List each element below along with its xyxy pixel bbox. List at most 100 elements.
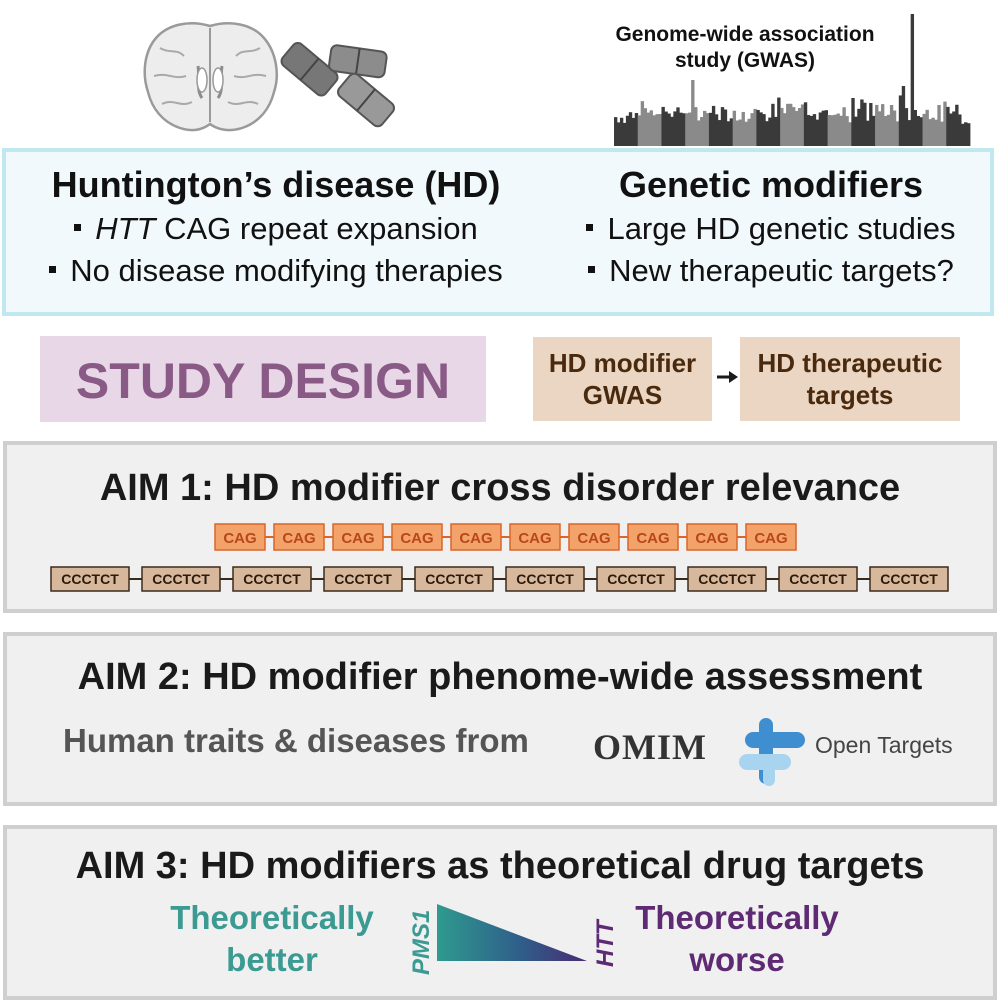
gwas-bar: [786, 103, 790, 146]
cag-repeat-box: [273, 523, 325, 551]
gwas-bar: [723, 109, 728, 146]
intro-panel: Huntington’s disease (HD) HTT CAG repeat…: [2, 148, 994, 316]
gwas-bar: [691, 80, 695, 146]
gwas-bar: [777, 97, 781, 146]
hd-bullet-1-text: CAG repeat expansion: [155, 211, 478, 246]
gwas-bar: [774, 116, 778, 146]
study-design-label: STUDY DESIGN: [40, 336, 486, 422]
gwas-bar: [815, 119, 820, 146]
gwas-bar: [652, 115, 656, 146]
gwas-bar: [889, 105, 894, 146]
gwas-bar: [792, 107, 796, 146]
gwas-bar: [827, 115, 831, 146]
bullet-square-icon: [586, 224, 594, 232]
gwas-bar: [756, 109, 760, 146]
gwas-bar: [685, 113, 689, 146]
htt-gene-label: HTT: [592, 918, 619, 967]
gwas-bar: [892, 110, 897, 146]
gwas-bar: [869, 103, 873, 146]
cag-repeat-label: CAG: [341, 530, 374, 547]
gwas-bar: [697, 120, 701, 146]
gwas-bar: [631, 117, 636, 146]
gwas-bar: [833, 114, 837, 146]
cag-repeat-label: CAG: [400, 530, 433, 547]
ccctct-repeat-box: [323, 566, 403, 592]
open-targets-label: Open Targets: [815, 732, 953, 758]
modifiers-bullet-1-text: Large HD genetic studies: [607, 211, 956, 246]
modifiers-bullet-2: New therapeutic targets?: [546, 250, 996, 292]
gwas-bar: [866, 120, 870, 146]
gwas-bar: [700, 117, 704, 146]
gwas-bar: [901, 86, 906, 146]
gwas-bar: [780, 107, 784, 146]
flow-box-gwas: HD modifier GWAS: [533, 337, 712, 421]
modifiers-heading: Genetic modifiers: [618, 164, 924, 205]
cag-repeat-label: CAG: [695, 530, 728, 547]
gwas-bar: [967, 123, 971, 146]
gwas-bar: [925, 109, 929, 146]
gwas-bar: [794, 110, 799, 146]
flow-box-gwas-line1: HD modifier: [548, 348, 697, 378]
worse-line2: worse: [689, 941, 785, 978]
pills-icon: [280, 42, 395, 128]
gwas-bar: [857, 108, 861, 146]
cag-repeat-box: [745, 523, 797, 551]
hd-bullet-2-text: No disease modifying therapies: [70, 253, 503, 288]
gwas-bar: [726, 121, 731, 146]
gwas-bar: [851, 98, 855, 146]
gwas-bar: [628, 112, 633, 146]
gwas-bar: [667, 113, 671, 146]
gwas-bar: [655, 114, 659, 146]
gwas-bar: [768, 117, 772, 146]
gwas-bar: [886, 114, 891, 146]
modifiers-bullet-2-text: New therapeutic targets?: [609, 253, 954, 288]
gwas-bar: [818, 112, 823, 146]
gwas-bar: [842, 107, 846, 146]
aim2-title: AIM 2: HD modifier phenome-wide assessme…: [77, 656, 923, 698]
hd-bullet-1: HTT CAG repeat expansion: [6, 208, 546, 250]
gwas-bar: [759, 112, 763, 146]
ccctct-repeat-box: [50, 566, 130, 592]
gwas-bar: [940, 121, 944, 146]
cag-repeat-label: CAG: [223, 530, 256, 547]
gwas-bar: [922, 113, 926, 146]
gwas-bar: [860, 99, 864, 146]
ccctct-repeat-box: [414, 566, 494, 592]
ccctct-repeat-label: CCCTCT: [789, 571, 847, 587]
gwas-bar: [907, 120, 912, 146]
cag-repeat-label: CAG: [577, 530, 610, 547]
gwas-bar: [895, 121, 900, 146]
gwas-bar: [747, 118, 751, 146]
hd-column: Huntington’s disease (HD) HTT CAG repeat…: [6, 162, 546, 292]
gwas-bar: [637, 115, 642, 146]
gwas-bar: [797, 108, 802, 146]
gwas-bar: [875, 104, 879, 146]
gwas-bar: [958, 114, 962, 146]
gwas-bar: [809, 115, 814, 146]
gwas-bar: [625, 115, 630, 146]
cag-repeat-label: CAG: [518, 530, 551, 547]
gwas-bar: [658, 114, 662, 146]
ccctct-repeat-label: CCCTCT: [334, 571, 392, 587]
gwas-bar: [898, 95, 903, 146]
gwas-bar: [830, 115, 834, 146]
gwas-bar: [928, 119, 932, 146]
cag-repeat-box: [391, 523, 443, 551]
gwas-title-line2: study (GWAS): [675, 49, 815, 72]
gwas-bar: [848, 122, 852, 146]
gwas-bar: [729, 118, 734, 146]
hd-heading: Huntington’s disease (HD): [51, 164, 501, 205]
gwas-bar: [634, 113, 639, 146]
ccctct-repeat-label: CCCTCT: [152, 571, 210, 587]
aim3-panel: AIM 3: HD modifiers as theoretical drug …: [3, 825, 997, 1000]
gwas-bar: [720, 107, 725, 146]
gwas-bar: [643, 108, 648, 146]
bullet-square-icon: [588, 266, 596, 274]
ccctct-repeat-box: [869, 566, 949, 592]
gwas-bar: [952, 111, 956, 146]
gwas-title-line1: Genome-wide association: [615, 23, 875, 46]
cag-repeat-label: CAG: [754, 530, 787, 547]
gwas-bar: [688, 112, 692, 146]
flow-box-gwas-line2: GWAS: [582, 380, 663, 410]
omim-logo: OMIM: [593, 727, 707, 767]
